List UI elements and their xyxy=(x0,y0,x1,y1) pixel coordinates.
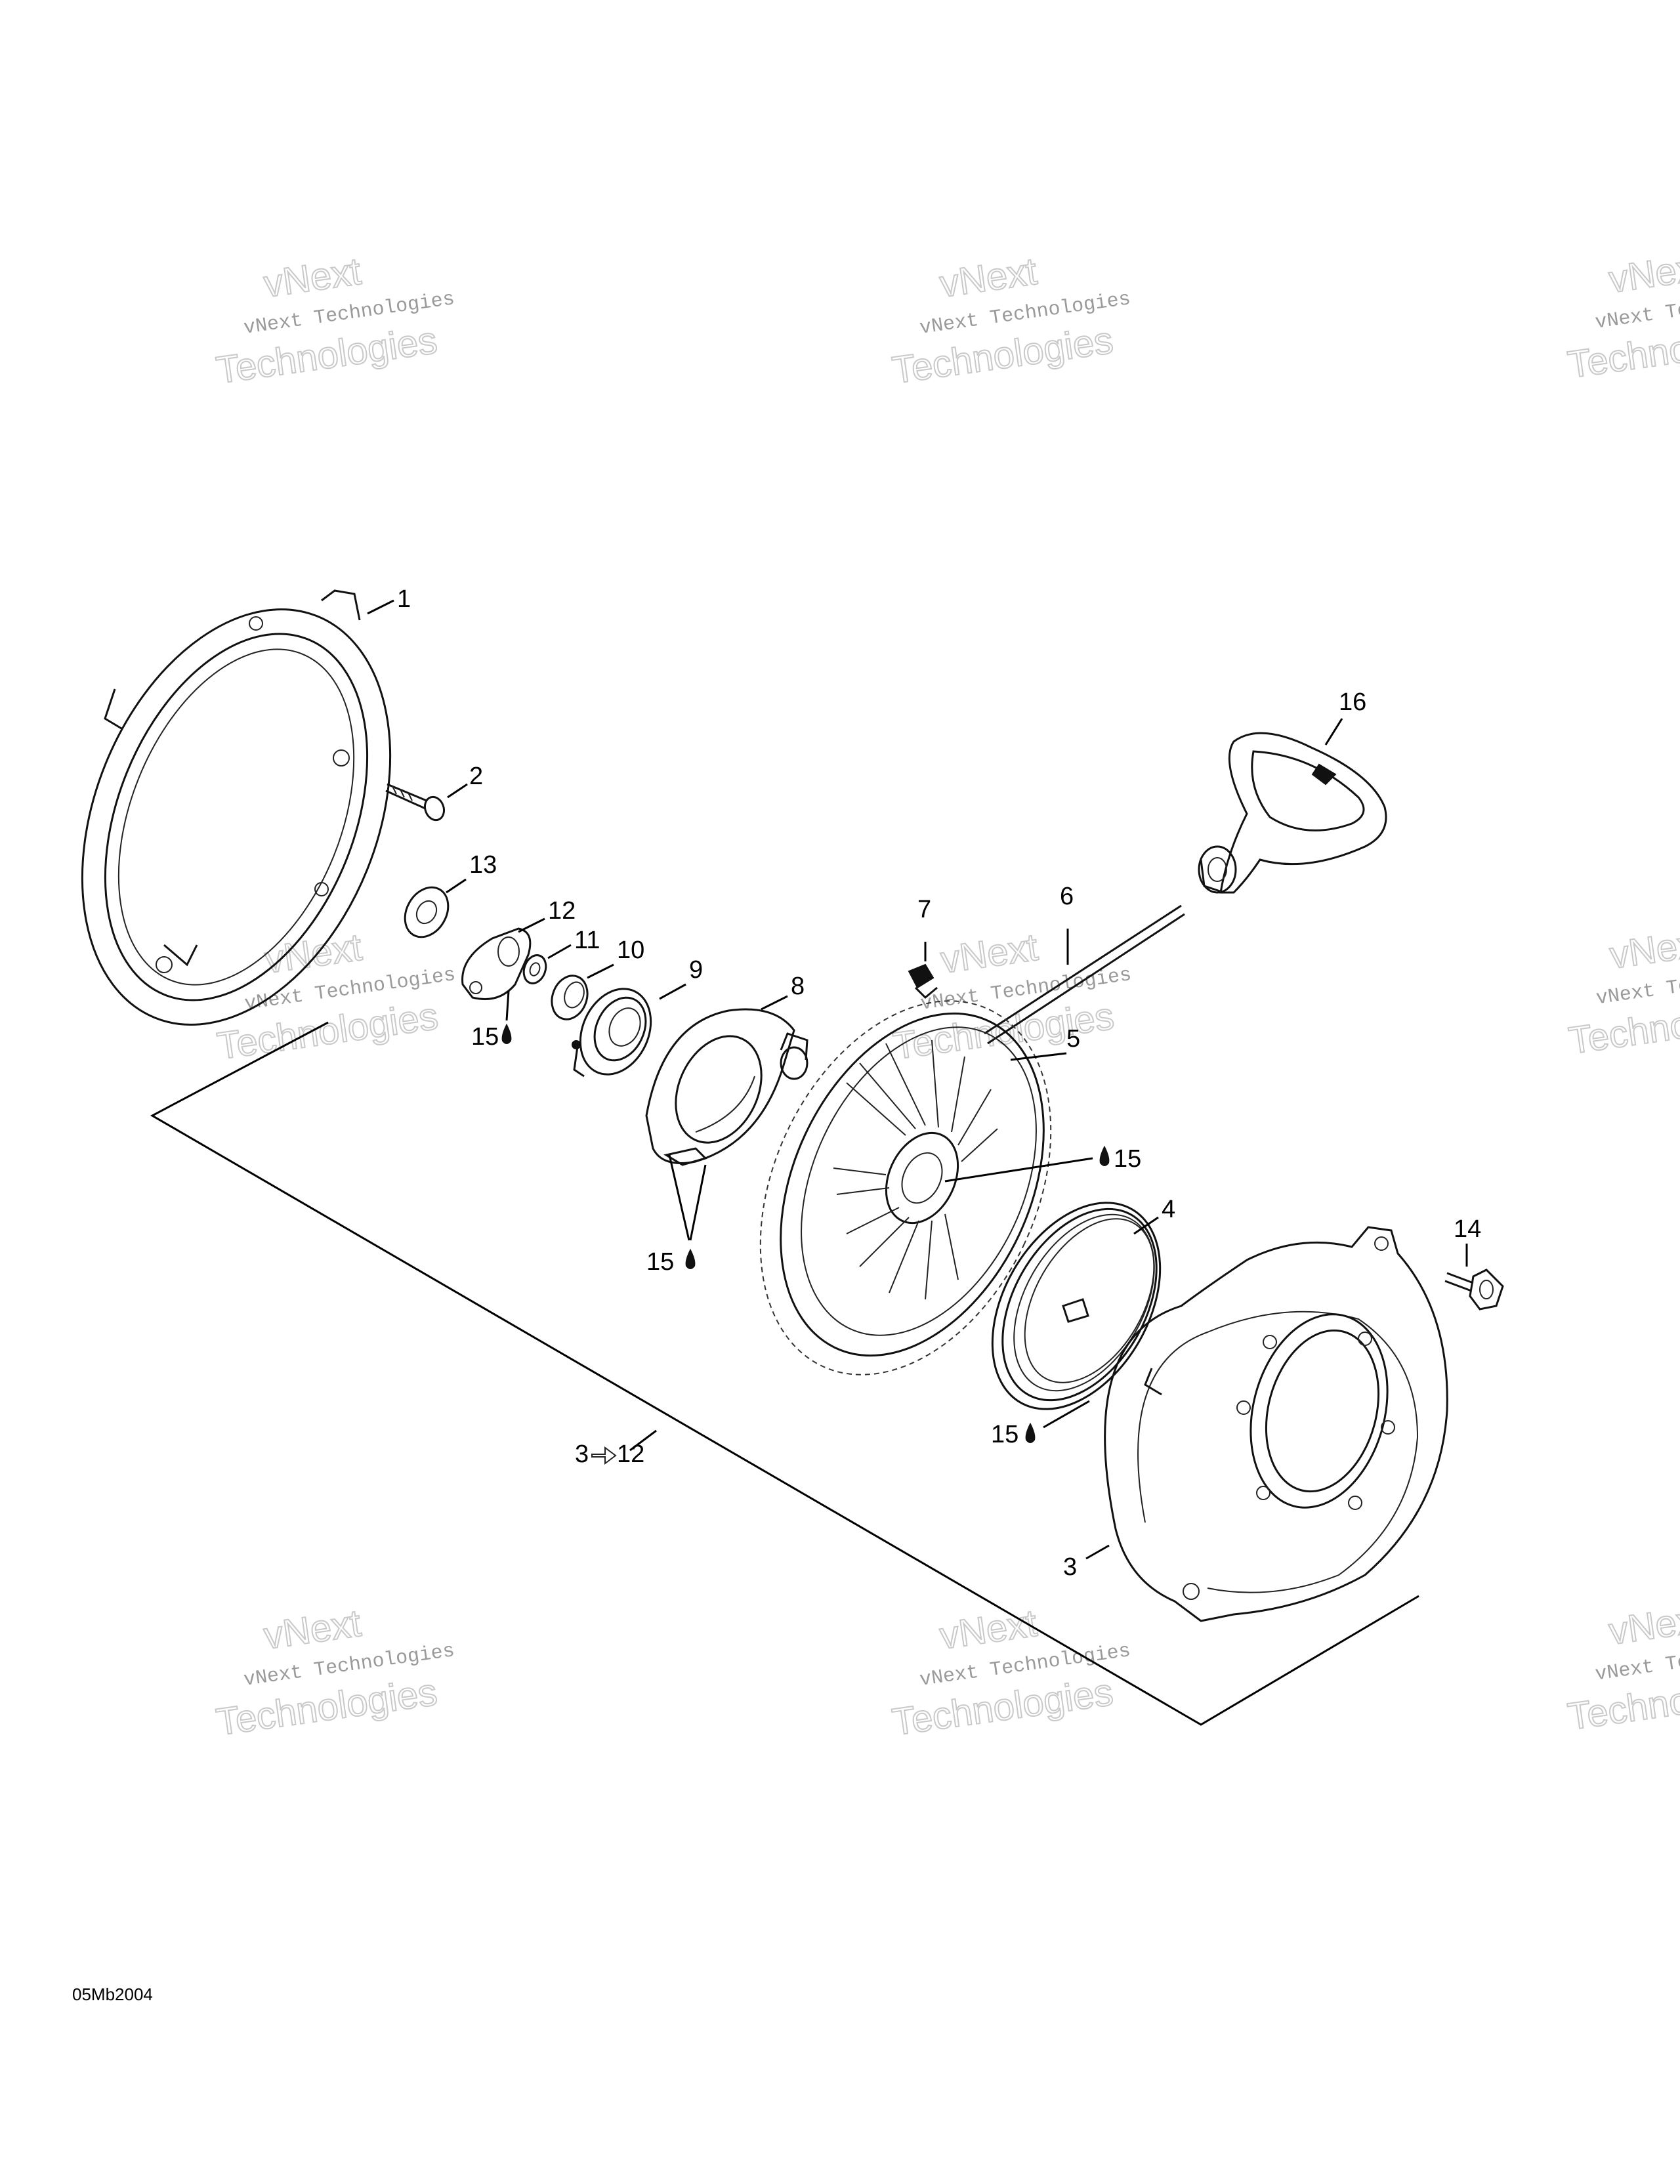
callout-range-end: 12 xyxy=(617,1440,644,1468)
part-12-plate xyxy=(461,927,532,1000)
part-14-bolt xyxy=(1444,1269,1504,1311)
watermark-bottom-right: vNext vNext Technologies Technologies xyxy=(1564,1597,1680,1739)
part-10-bushing xyxy=(551,975,589,1020)
callout-1: 1 xyxy=(397,585,411,613)
watermark-bottom-left: vNext vNext Technologies Technologies xyxy=(213,1601,456,1744)
watermark-top-right: vNext vNext Technologies Technologies xyxy=(1564,245,1680,387)
svg-text:vNext: vNext xyxy=(1607,921,1680,977)
callout-7: 7 xyxy=(917,896,931,923)
watermark-top-center: vNext vNext Technologies Technologies xyxy=(889,249,1132,392)
svg-text:vNext: vNext xyxy=(261,250,364,306)
part-9-spring-cap xyxy=(572,988,652,1078)
callout-range-start: 3 xyxy=(575,1440,589,1468)
svg-text:vNext: vNext xyxy=(261,1602,364,1658)
svg-text:15: 15 xyxy=(1114,1145,1141,1173)
lubricant-drop-icon xyxy=(1099,1145,1110,1166)
callout-13: 13 xyxy=(469,851,497,879)
part-16-handle xyxy=(1198,732,1387,894)
watermark-top-left: vNext vNext Technologies Technologies xyxy=(213,249,456,392)
svg-text:vNext: vNext xyxy=(1606,1597,1680,1653)
svg-text:15: 15 xyxy=(471,1023,499,1051)
svg-text:15: 15 xyxy=(991,1421,1018,1448)
svg-text:vNext: vNext xyxy=(262,926,364,982)
callout-9: 9 xyxy=(689,956,703,984)
callout-6: 6 xyxy=(1060,883,1074,910)
part-2-screw xyxy=(385,783,446,822)
callout-10: 10 xyxy=(617,936,644,964)
callout-8: 8 xyxy=(791,973,805,1000)
part-11-washer xyxy=(522,954,547,984)
callout-4: 4 xyxy=(1162,1196,1175,1223)
svg-text:vNext: vNext xyxy=(937,250,1040,306)
lubricant-callout-a: 15 xyxy=(471,990,512,1051)
part-13-nut xyxy=(404,886,450,938)
callout-5: 5 xyxy=(1066,1025,1080,1053)
part-1-cover-ring xyxy=(81,589,392,1026)
callout-16: 16 xyxy=(1339,688,1366,716)
lubricant-drop-icon xyxy=(501,1023,512,1044)
svg-text:vNext: vNext xyxy=(937,1602,1040,1658)
svg-text:vNext: vNext xyxy=(938,926,1040,982)
part-3-starter-housing xyxy=(1104,1226,1448,1622)
lubricant-drop-icon xyxy=(685,1248,696,1269)
svg-text:15: 15 xyxy=(646,1248,674,1276)
part-7-pawl xyxy=(908,963,938,999)
drawing-code: 05Mb2004 xyxy=(72,1984,153,2004)
watermark-middle-right: vNext vNext Technologies Technologies xyxy=(1565,921,1680,1063)
callout-2: 2 xyxy=(469,763,483,790)
part-6-rope xyxy=(984,904,1185,1045)
lubricant-callout-b: 15 xyxy=(646,1154,707,1276)
range-arrow-icon xyxy=(591,1446,617,1465)
part-4-recoil-spring xyxy=(991,1202,1162,1410)
callout-14: 14 xyxy=(1454,1215,1481,1243)
part-5-pulley xyxy=(759,1000,1052,1376)
range-label-3-to-12: 3 12 xyxy=(575,1429,657,1468)
callout-11: 11 xyxy=(574,927,600,954)
svg-text:vNext: vNext xyxy=(1606,245,1680,301)
lubricant-drop-icon xyxy=(1025,1422,1036,1443)
callout-12: 12 xyxy=(548,897,576,925)
callout-3: 3 xyxy=(1063,1553,1077,1581)
lubricant-callout-d: 15 xyxy=(991,1400,1090,1448)
part-8-ratchet-plate xyxy=(645,1008,808,1166)
assembly-frame-line xyxy=(150,1021,1419,1726)
lubricant-callout-c: 15 xyxy=(944,1145,1141,1183)
